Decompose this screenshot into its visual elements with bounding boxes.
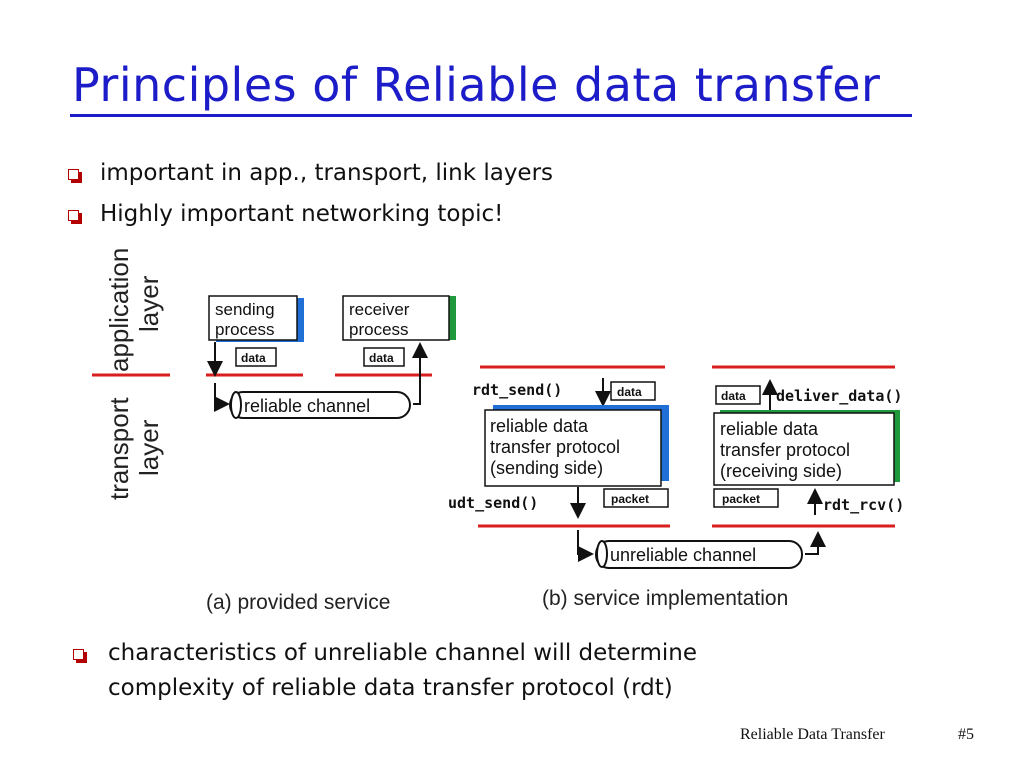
caption-b: (b) service implementation [542, 587, 788, 610]
into-unreliable-channel-arrow [577, 530, 594, 562]
svg-text:packet: packet [722, 492, 760, 506]
svg-text:(receiving side): (receiving side) [720, 461, 842, 481]
data-tag-left [235, 347, 277, 367]
svg-text:layer: layer [134, 275, 164, 332]
bullet-text-2: Highly important networking topic! [100, 201, 504, 227]
svg-text:data: data [721, 389, 746, 403]
bullet-marker [68, 169, 82, 183]
svg-text:transport: transport [104, 397, 134, 500]
bullet-marker [73, 649, 87, 663]
bullet-marker [68, 210, 82, 224]
slide-title: Principles of Reliable data transfer [72, 58, 881, 112]
packet-tag-left [603, 488, 669, 508]
data-tag-right [363, 347, 405, 367]
data-tag-b-left [610, 381, 656, 401]
bullet-text-1: important in app., transport, link layer… [100, 160, 554, 186]
receiver-process-label: process [349, 320, 409, 339]
into-channel-arrow [214, 383, 230, 412]
receiver-process-box [342, 295, 450, 341]
svg-text:data: data [241, 351, 266, 365]
packet-tag-right [713, 488, 779, 508]
svg-text:application: application [104, 248, 134, 372]
svg-text:reliable data: reliable data [720, 419, 819, 439]
unreliable-channel-label: unreliable channel [610, 545, 756, 565]
svg-text:data: data [369, 351, 394, 365]
sender-protocol-box [484, 409, 662, 487]
svg-text:reliable data: reliable data [490, 416, 589, 436]
bullet-text-3-line-1: characteristics of unreliable channel wi… [108, 640, 698, 666]
bullet-text-3-line-2: complexity of reliable data transfer pro… [108, 675, 673, 701]
title-underline [70, 114, 912, 117]
slide-number: #5 [958, 726, 974, 743]
svg-text:transfer protocol: transfer protocol [720, 440, 850, 460]
sending-process-label: process [215, 320, 275, 339]
data-tag-b-right [715, 385, 761, 405]
svg-text:layer: layer [134, 419, 164, 476]
receiver-protocol-box [713, 412, 895, 486]
svg-text:(sending side): (sending side) [490, 458, 603, 478]
sending-process-label: sending [215, 300, 275, 319]
reliable-channel-label: reliable channel [244, 396, 370, 416]
receiver-process-label: receiver [349, 300, 410, 319]
svg-text:data: data [617, 385, 642, 399]
rdt-send-label: rdt_send() [472, 381, 562, 399]
sending-process-box [208, 295, 298, 341]
unreliable-channel-pipe [595, 540, 803, 569]
deliver-data-label: deliver_data() [776, 387, 902, 405]
udt-send-label: udt_send() [448, 494, 538, 512]
svg-text:packet: packet [611, 492, 649, 506]
footer-title: Reliable Data Transfer [740, 726, 885, 743]
out-of-unreliable-channel-arrow [805, 531, 826, 555]
transport-layer-label: transport layer [104, 397, 164, 500]
deliver-arrow-up [412, 342, 428, 405]
rdt-rcv-label: rdt_rcv() [823, 496, 904, 514]
caption-a: (a) provided service [206, 591, 390, 614]
svg-text:transfer protocol: transfer protocol [490, 437, 620, 457]
application-layer-label: application layer [104, 248, 164, 372]
